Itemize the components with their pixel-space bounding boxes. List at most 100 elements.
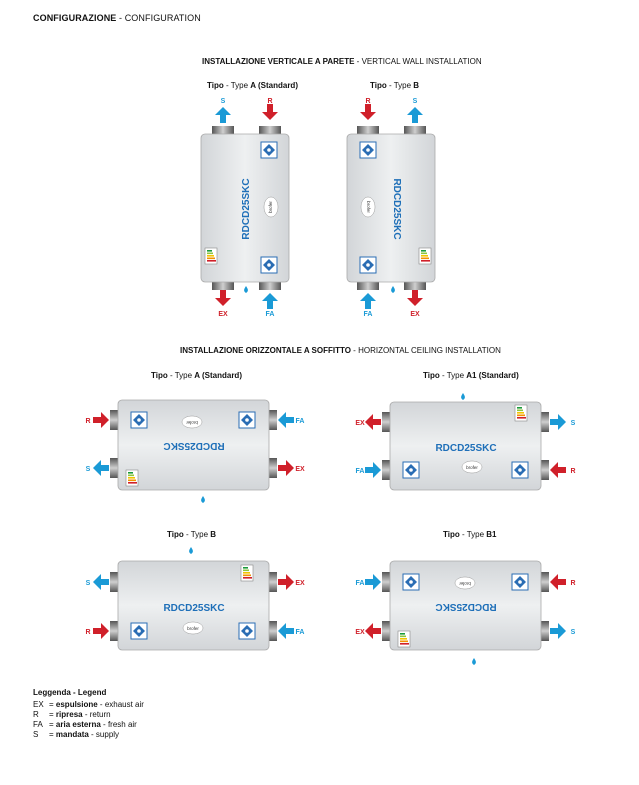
condensate-drain-icon	[472, 658, 476, 665]
flow-label-s: S	[571, 420, 576, 427]
flow-label-ex: EX	[355, 420, 365, 427]
fan-icon	[511, 461, 529, 479]
duct-collar	[259, 281, 281, 290]
flow-label-ex: EX	[295, 466, 305, 473]
duct-collar	[110, 621, 120, 641]
flow-arrow-fa	[278, 412, 294, 428]
duct-collar	[110, 458, 120, 478]
unit-casing	[117, 399, 270, 491]
brand-logo-badge	[461, 460, 483, 474]
duct-collar	[110, 572, 120, 592]
flow-label-ex: EX	[410, 311, 420, 318]
duct-collar	[212, 281, 234, 290]
flow-label-r: R	[85, 629, 90, 636]
horizontal-type-b-unit: RDCD25SKC brofer	[110, 547, 277, 651]
duct-collar	[382, 460, 392, 480]
flow-arrow-fa	[360, 293, 376, 309]
legend-item-r: R= ripresa - return	[33, 710, 111, 719]
fan-icon	[359, 256, 377, 274]
flow-arrow-s	[550, 623, 566, 639]
flow-arrow-r	[262, 104, 278, 120]
flow-arrow-s	[550, 414, 566, 430]
horizontal-type-a1-caption: Tipo - Type A1 (Standard)	[423, 371, 519, 380]
horizontal-type-a-caption: Tipo - Type A (Standard)	[151, 371, 242, 380]
energy-label-icon	[397, 630, 411, 648]
unit-casing	[389, 401, 542, 491]
duct-collar	[259, 126, 281, 135]
brand-logo-badge	[182, 621, 204, 635]
model-label: RDCD25SKC	[241, 178, 252, 239]
duct-collar	[539, 412, 549, 432]
flow-label-fa: FA	[356, 580, 365, 587]
flow-arrow-s	[407, 107, 423, 123]
flow-label-s: S	[86, 466, 91, 473]
model-label: RDCD25SKC	[435, 601, 496, 612]
model-label: RDCD25SKC	[163, 603, 224, 614]
horizontal-installation-heading: INSTALLAZIONE ORIZZONTALE A SOFFITTO - H…	[180, 346, 501, 355]
flow-arrow-r	[93, 623, 109, 639]
horizontal-type-b1-caption: Tipo - Type B1	[443, 530, 497, 539]
duct-collar	[404, 281, 426, 290]
duct-collar	[382, 572, 392, 592]
model-label: RDCD25SKC	[391, 178, 402, 239]
vertical-type-b-caption: Tipo - Type B	[370, 81, 420, 90]
fan-icon	[130, 622, 148, 640]
flow-label-s: S	[86, 580, 91, 587]
condensate-drain-icon	[189, 547, 193, 554]
flow-label-ex: EX	[218, 311, 228, 318]
flow-arrow-r	[550, 574, 566, 590]
flow-label-s: S	[221, 98, 226, 105]
model-label: RDCD25SKC	[163, 440, 224, 451]
energy-label-icon	[514, 404, 528, 422]
unit-casing	[346, 133, 436, 283]
condensate-drain-icon	[461, 393, 465, 400]
flow-arrow-ex	[278, 460, 294, 476]
energy-label-icon	[204, 247, 218, 265]
flow-arrow-s	[215, 107, 231, 123]
fan-icon	[511, 573, 529, 591]
flow-label-s: S	[571, 629, 576, 636]
flow-arrow-ex	[365, 414, 381, 430]
energy-label-icon	[240, 564, 254, 582]
fan-icon	[402, 573, 420, 591]
duct-collar	[404, 126, 426, 135]
brand-logo-badge	[181, 415, 203, 429]
flow-arrow-fa	[365, 574, 381, 590]
flow-label-r: R	[267, 98, 272, 105]
horizontal-type-b-caption: Tipo - Type B	[167, 530, 217, 539]
legend-item-s: S= mandata - supply	[33, 730, 120, 739]
unit-casing	[389, 560, 542, 651]
page-title: CONFIGURAZIONE - CONFIGURATION	[33, 13, 201, 23]
brand-logo: brofer	[186, 420, 198, 425]
duct-collar	[357, 281, 379, 290]
legend-item-ex: EX= espulsione - exhaust air	[33, 700, 144, 709]
fan-icon	[238, 622, 256, 640]
flow-label-s: S	[413, 98, 418, 105]
horizontal-type-a1-unit: RDCD25SKC brofer	[382, 393, 549, 491]
brand-logo-badge	[360, 196, 376, 218]
flow-label-fa: FA	[296, 629, 305, 636]
fan-icon	[130, 411, 148, 429]
duct-collar	[357, 126, 379, 135]
condensate-drain-icon	[391, 286, 395, 293]
vertical-type-b-unit: RDCD25SKC brofer	[346, 126, 436, 293]
legend-title: Leggenda - Legend	[33, 688, 107, 697]
condensate-drain-icon	[244, 286, 248, 293]
flow-arrow-ex	[215, 290, 231, 306]
flow-label-ex: EX	[355, 629, 365, 636]
duct-collar	[539, 621, 549, 641]
fan-icon	[238, 411, 256, 429]
legend-item-fa: FA= aria esterna - fresh air	[33, 720, 137, 729]
brand-logo: brofer	[466, 465, 478, 470]
flow-label-fa: FA	[364, 311, 373, 318]
unit-casing	[117, 560, 270, 651]
brand-logo: brofer	[366, 201, 371, 213]
condensate-drain-icon	[201, 496, 205, 503]
flow-arrow-fa	[365, 462, 381, 478]
flow-label-r: R	[85, 418, 90, 425]
flow-label-r: R	[570, 580, 575, 587]
horizontal-type-b1-unit: RDCD25SKC brofer	[382, 560, 549, 665]
duct-collar	[110, 410, 120, 430]
flow-arrow-fa	[278, 623, 294, 639]
duct-collar	[267, 621, 277, 641]
